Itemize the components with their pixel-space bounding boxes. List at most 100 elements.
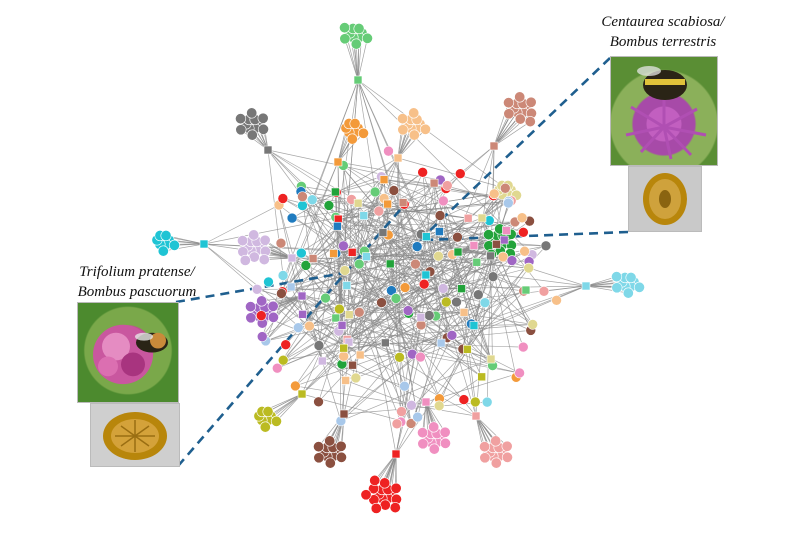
pollinator-node bbox=[362, 33, 372, 43]
plant-node bbox=[333, 222, 341, 230]
pollinator-node bbox=[420, 124, 430, 134]
pollinator-node bbox=[237, 236, 247, 246]
pollinator-node bbox=[418, 167, 428, 177]
caption-centaurea: Centaurea scabiosa/ Bombus terrestris bbox=[588, 12, 738, 52]
pollinator-node bbox=[526, 97, 536, 107]
plant-node bbox=[298, 390, 306, 398]
plant-node bbox=[422, 271, 430, 279]
pollinator-node bbox=[263, 277, 273, 287]
pollinator-node bbox=[324, 436, 334, 446]
pollinator-node bbox=[392, 419, 402, 429]
pollen-image-centaurea bbox=[628, 166, 702, 232]
plant-node bbox=[430, 179, 438, 187]
pollinator-node bbox=[541, 241, 551, 251]
pollinator-node bbox=[524, 263, 534, 273]
pollinator-node bbox=[297, 192, 307, 202]
plant-node bbox=[330, 250, 338, 258]
pollinator-node bbox=[296, 248, 306, 258]
pollinator-node bbox=[278, 270, 288, 280]
plant-node bbox=[522, 286, 530, 294]
plant-node bbox=[298, 292, 306, 300]
pollinator-node bbox=[339, 23, 349, 33]
plant-node bbox=[354, 199, 362, 207]
plant-node bbox=[338, 321, 346, 329]
pollinator-node bbox=[389, 185, 399, 195]
plant-node bbox=[487, 355, 495, 363]
pollinator-node bbox=[358, 128, 368, 138]
plant-node bbox=[492, 240, 500, 248]
pollinator-node bbox=[334, 304, 344, 314]
plant-node bbox=[582, 282, 590, 290]
pollinator-node bbox=[256, 311, 266, 321]
pollinator-node bbox=[272, 363, 282, 373]
pollinator-node bbox=[419, 279, 429, 289]
pollinator-node bbox=[409, 130, 419, 140]
pollinator-node bbox=[434, 401, 444, 411]
pollinator-node bbox=[370, 187, 380, 197]
plant-node bbox=[478, 214, 486, 222]
plant-node bbox=[422, 398, 430, 406]
pollinator-node bbox=[539, 286, 549, 296]
pollinator-node bbox=[314, 397, 324, 407]
pollinator-node bbox=[417, 428, 427, 438]
pollinator-node bbox=[415, 352, 425, 362]
pollinator-node bbox=[268, 301, 278, 311]
pollinator-node bbox=[290, 381, 300, 391]
pollinator-node bbox=[500, 183, 510, 193]
pollinator-node bbox=[440, 438, 450, 448]
pollinator-node bbox=[626, 272, 636, 282]
pollinator-node bbox=[400, 381, 410, 391]
pollinator-node bbox=[246, 313, 256, 323]
pollinator-node bbox=[278, 193, 288, 203]
pollinator-node bbox=[435, 211, 445, 221]
pollinator-node bbox=[623, 288, 633, 298]
pollen-image-clover bbox=[90, 403, 180, 467]
caption-trifolium-bee: Bombus pascuorum bbox=[62, 282, 212, 302]
pollinator-node bbox=[256, 296, 266, 306]
plant-node bbox=[463, 345, 471, 353]
plant-node bbox=[340, 410, 348, 418]
pollinator-node bbox=[391, 483, 401, 493]
pollinator-node bbox=[514, 92, 524, 102]
plant-node bbox=[345, 311, 353, 319]
pollinator-node bbox=[483, 230, 493, 240]
pollinator-node bbox=[525, 116, 535, 126]
pollinator-node bbox=[314, 340, 324, 350]
plant-node bbox=[348, 248, 356, 256]
plant-node bbox=[380, 176, 388, 184]
pollinator-node bbox=[390, 502, 400, 512]
pollinator-node bbox=[552, 295, 562, 305]
pollinator-node bbox=[507, 256, 517, 266]
pollinator-node bbox=[488, 272, 498, 282]
pollinator-node bbox=[252, 284, 262, 294]
plant-node bbox=[288, 254, 296, 262]
pollinator-node bbox=[161, 230, 171, 240]
network-edges bbox=[157, 28, 639, 509]
pollinator-node bbox=[281, 340, 291, 350]
pollinator-node bbox=[276, 288, 286, 298]
pollinator-node bbox=[489, 189, 499, 199]
pollinator-node bbox=[459, 395, 469, 405]
pollinator-node bbox=[383, 146, 393, 156]
plant-node bbox=[360, 212, 368, 220]
pollinator-node bbox=[528, 319, 538, 329]
pollinator-node bbox=[611, 272, 621, 282]
pollinator-node bbox=[452, 297, 462, 307]
plant-node bbox=[332, 314, 340, 322]
pollinator-node bbox=[370, 475, 380, 485]
pollinator-node bbox=[480, 298, 490, 308]
pollinator-node bbox=[236, 125, 246, 135]
pollinator-node bbox=[398, 125, 408, 135]
pollinator-node bbox=[515, 114, 525, 124]
plant-node bbox=[264, 146, 272, 154]
plant-node bbox=[502, 227, 510, 235]
pollinator-node bbox=[403, 306, 413, 316]
pollinator-node bbox=[491, 458, 501, 468]
pollinator-node bbox=[517, 213, 527, 223]
pollinator-node bbox=[293, 323, 303, 333]
plant-node bbox=[309, 255, 317, 263]
plant-node bbox=[379, 229, 387, 237]
pollinator-node bbox=[321, 293, 331, 303]
pollinator-node bbox=[260, 235, 270, 245]
plant-node bbox=[200, 240, 208, 248]
